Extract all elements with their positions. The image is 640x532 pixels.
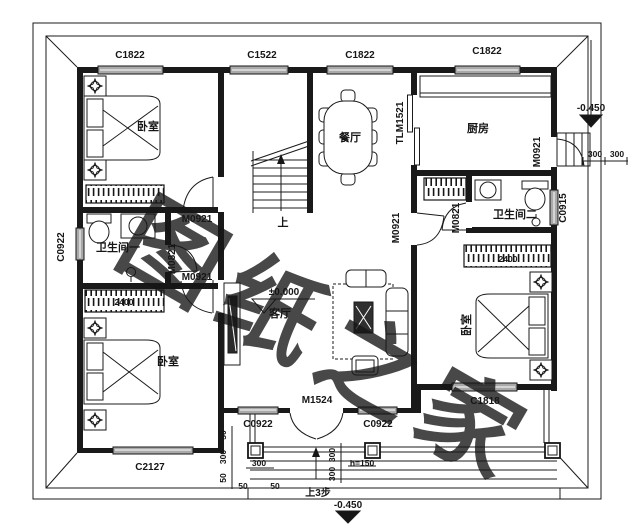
dim-step-height: h=150: [350, 458, 375, 468]
room-label-bath1: 卫生间一: [96, 240, 140, 254]
room-label-kitchen: 厨房: [467, 121, 489, 135]
door-label-m1524: M1524: [302, 395, 333, 406]
elevation-minus450-side: -0.450: [577, 103, 606, 114]
window-label-c1818: C1818: [470, 396, 500, 407]
door-label-tlm1521: TLM1521: [395, 101, 406, 144]
window-label-c0922-entry-left: C0922: [243, 419, 273, 430]
dim-entry-left-50a: 50: [218, 430, 228, 440]
front-porch: [247, 390, 561, 480]
dim-entry-left-300: 300: [218, 450, 228, 464]
door-label-m0921-hall: M0921: [391, 212, 402, 243]
room-label-bath2: 卫生间二: [493, 207, 537, 221]
dim-entry-gap-right: 50: [270, 481, 280, 491]
elevation-zero: ±0.000: [269, 287, 300, 298]
walls: [77, 67, 557, 453]
door-label-m0921-kitchen: M0921: [532, 136, 543, 167]
dim-entry-gap-left: 50: [238, 481, 248, 491]
dim-wardrobe-bl: 2400: [115, 297, 134, 307]
door-label-m0821-bath1: M0821: [167, 243, 178, 274]
dim-side-step-b: 300: [610, 149, 624, 159]
kitchen-counter: [419, 75, 552, 98]
room-label-bedroom-tl: 卧室: [137, 119, 159, 133]
window-label-c1822-kitchen: C1822: [472, 46, 502, 57]
bath-fixtures: [86, 179, 549, 282]
room-label-bedroom-bl: 卧室: [157, 354, 179, 368]
porch-steps-label: 上3步: [305, 486, 331, 499]
eave-outline: [32, 22, 602, 500]
window-label-c1522: C1522: [247, 50, 277, 61]
dim-wardrobe-br: 2400: [499, 254, 518, 264]
dim-entry-step-a: 300: [327, 448, 337, 462]
dim-side-step-a: 300: [588, 149, 602, 159]
entry-dimensions: [231, 426, 376, 489]
window-label-c0922-left: C0922: [56, 232, 67, 262]
windows: [75, 65, 559, 455]
dim-entry-step-b: 300: [327, 467, 337, 481]
door-swings: [170, 138, 585, 440]
dining-set: [318, 89, 378, 186]
window-label-c1822-dining: C1822: [345, 50, 375, 61]
room-label-dining: 餐厅: [338, 130, 361, 144]
window-label-c1822-bedroom: C1822: [115, 50, 145, 61]
elevation-symbols: [250, 40, 604, 524]
bedroom-furniture: [83, 75, 553, 431]
sliding-door: [407, 94, 420, 166]
dim-entry-col-width: 300: [252, 458, 266, 468]
door-label-m0921-bedroom-tl: M0921: [182, 214, 213, 225]
window-label-c2127: C2127: [135, 462, 165, 473]
room-label-living: 客厅: [268, 306, 291, 320]
door-label-m0921-bedroom-bl: M0921: [182, 272, 213, 283]
staircase: [250, 140, 310, 213]
room-label-bedroom-br: 卧室: [459, 314, 473, 336]
elevation-minus450-front: -0.450: [334, 500, 363, 511]
door-label-m0821-bath2: M0821: [451, 202, 462, 233]
wardrobes: [84, 177, 552, 313]
stairs-up-label: 上: [278, 215, 289, 229]
dim-entry-left-50b: 50: [218, 473, 228, 483]
window-label-c0915: C0915: [558, 193, 569, 223]
window-label-c0922-entry-right: C0922: [363, 419, 393, 430]
living-furniture: [223, 269, 409, 376]
